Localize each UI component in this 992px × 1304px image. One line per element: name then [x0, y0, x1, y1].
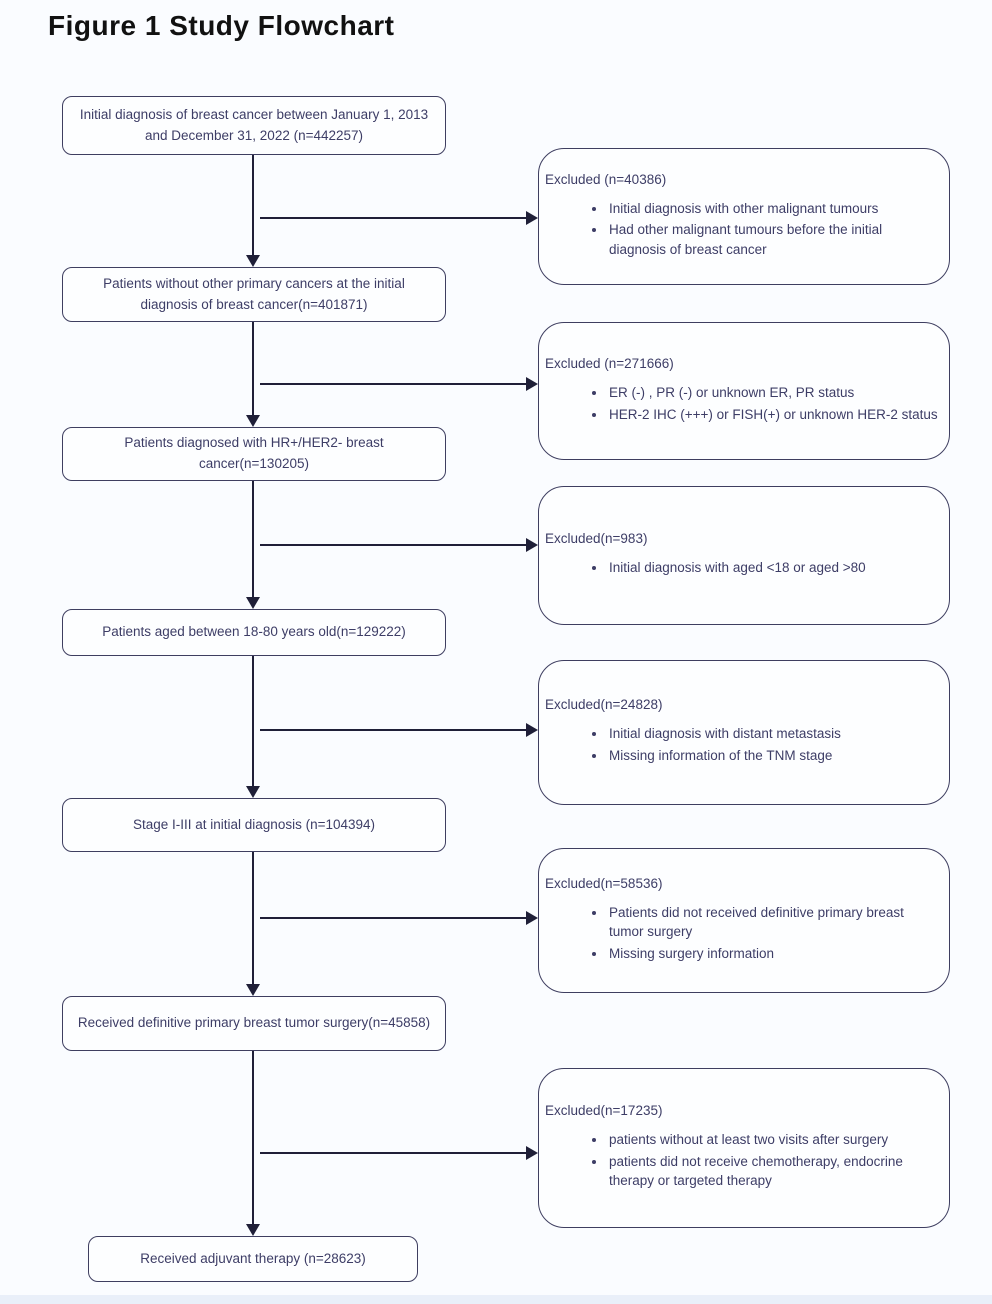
- connector-line-right: [260, 729, 526, 731]
- connector-line-down: [252, 481, 254, 599]
- arrow-down-icon: [246, 597, 260, 609]
- figure-title: Figure 1 Study Flowchart: [48, 10, 395, 41]
- excluded-bullet-list: Patients did not received definitive pri…: [543, 901, 939, 966]
- excluded-bullet: Initial diagnosis with other malignant t…: [607, 199, 939, 219]
- flow-step-label: Patients aged between 18-80 years old(n=…: [102, 624, 406, 640]
- excluded-box-4: Excluded(n=24828) Initial diagnosis with…: [538, 660, 950, 805]
- flow-step-label: Received adjuvant therapy (n=28623): [140, 1250, 366, 1266]
- arrow-down-icon: [246, 786, 260, 798]
- connector-line-down: [252, 322, 254, 416]
- connector-line-right: [260, 544, 526, 546]
- arrow-right-icon: [526, 377, 538, 391]
- arrow-right-icon: [526, 911, 538, 925]
- excluded-header: Excluded (n=271666): [545, 355, 674, 371]
- excluded-box-5: Excluded(n=58536) Patients did not recei…: [538, 848, 950, 993]
- flow-step-stage-i-iii: Stage I-III at initial diagnosis (n=1043…: [62, 798, 446, 852]
- excluded-bullet: HER-2 IHC (+++) or FISH(+) or unknown HE…: [607, 405, 939, 425]
- excluded-bullet: Missing information of the TNM stage: [607, 746, 939, 766]
- flow-step-label: Initial diagnosis of breast cancer betwe…: [79, 106, 429, 143]
- excluded-bullet: Patients did not received definitive pri…: [607, 903, 939, 942]
- arrow-down-icon: [246, 255, 260, 267]
- excluded-bullet: Had other malignant tumours before the i…: [607, 220, 939, 259]
- flow-step-hr-her2-diagnosis: Patients diagnosed with HR+/HER2- breast…: [62, 427, 446, 481]
- connector-line-down: [252, 155, 254, 258]
- flow-step-label: Patients without other primary cancers a…: [103, 275, 405, 312]
- connector-line-right: [260, 1152, 526, 1154]
- flow-step-age-18-80: Patients aged between 18-80 years old(n=…: [62, 609, 446, 656]
- flow-step-definitive-surgery: Received definitive primary breast tumor…: [62, 996, 446, 1051]
- excluded-header: Excluded(n=58536): [545, 875, 663, 891]
- connector-line-down: [252, 656, 254, 788]
- excluded-header: Excluded(n=24828): [545, 697, 663, 713]
- excluded-box-6: Excluded(n=17235) patients without at le…: [538, 1068, 950, 1228]
- arrow-right-icon: [526, 723, 538, 737]
- connector-line-right: [260, 383, 526, 385]
- excluded-bullet-list: patients without at least two visits aft…: [543, 1128, 939, 1193]
- excluded-bullet: Initial diagnosis with aged <18 or aged …: [607, 558, 939, 578]
- arrow-down-icon: [246, 984, 260, 996]
- excluded-box-2: Excluded (n=271666) ER (-) , PR (-) or u…: [538, 322, 950, 460]
- excluded-bullet: ER (-) , PR (-) or unknown ER, PR status: [607, 383, 939, 403]
- arrow-right-icon: [526, 211, 538, 225]
- excluded-bullet-list: ER (-) , PR (-) or unknown ER, PR status…: [543, 381, 939, 426]
- excluded-bullet-list: Initial diagnosis with other malignant t…: [543, 197, 939, 262]
- connector-line-down: [252, 852, 254, 986]
- bottom-band: [0, 1295, 992, 1304]
- arrow-right-icon: [526, 538, 538, 552]
- flow-step-initial-diagnosis: Initial diagnosis of breast cancer betwe…: [62, 96, 446, 155]
- arrow-down-icon: [246, 1224, 260, 1236]
- excluded-box-3: Excluded(n=983) Initial diagnosis with a…: [538, 486, 950, 625]
- arrow-right-icon: [526, 1146, 538, 1160]
- excluded-bullet: patients did not receive chemotherapy, e…: [607, 1152, 939, 1191]
- flow-step-adjuvant-therapy: Received adjuvant therapy (n=28623): [88, 1236, 418, 1282]
- excluded-bullet: patients without at least two visits aft…: [607, 1130, 939, 1150]
- connector-line-right: [260, 917, 526, 919]
- excluded-header: Excluded(n=983): [545, 531, 648, 547]
- connector-line-down: [252, 1051, 254, 1225]
- excluded-bullet: Missing surgery information: [607, 944, 939, 964]
- excluded-header: Excluded(n=17235): [545, 1103, 663, 1119]
- flow-step-label: Patients diagnosed with HR+/HER2- breast…: [124, 435, 384, 471]
- flow-step-label: Received definitive primary breast tumor…: [77, 1015, 431, 1031]
- excluded-bullet-list: Initial diagnosis with aged <18 or aged …: [543, 556, 939, 580]
- arrow-down-icon: [246, 415, 260, 427]
- connector-line-right: [260, 217, 526, 219]
- excluded-bullet: Initial diagnosis with distant metastasi…: [607, 724, 939, 744]
- excluded-box-1: Excluded (n=40386) Initial diagnosis wit…: [538, 148, 950, 285]
- flow-step-label: Stage I-III at initial diagnosis (n=1043…: [132, 816, 376, 832]
- excluded-header: Excluded (n=40386): [545, 171, 667, 187]
- excluded-bullet-list: Initial diagnosis with distant metastasi…: [543, 722, 939, 767]
- flow-step-no-other-primary-cancers: Patients without other primary cancers a…: [62, 267, 446, 322]
